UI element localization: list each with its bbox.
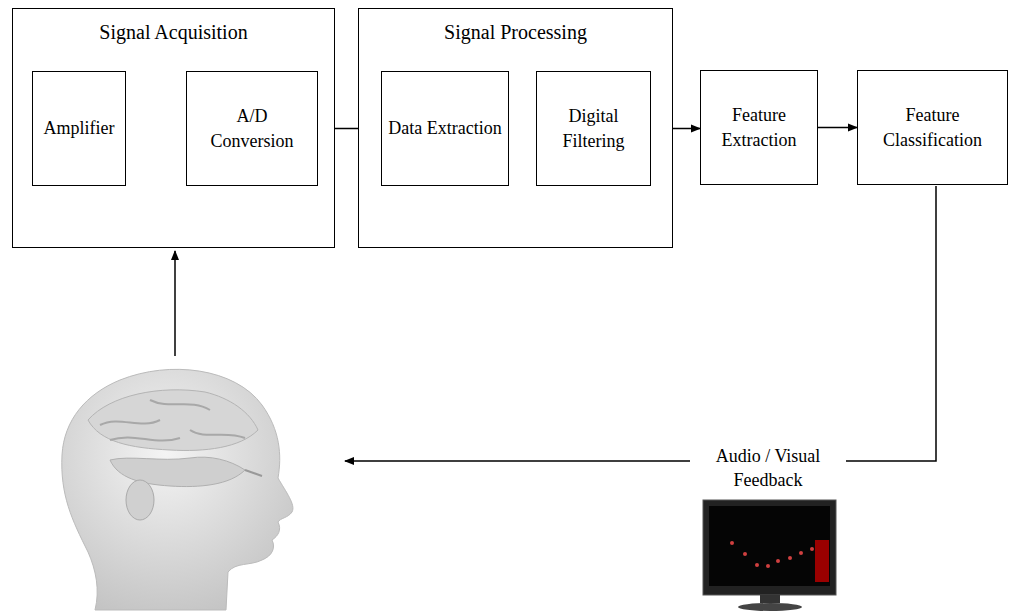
- process-box: A/D Conversion: [186, 71, 318, 186]
- monitor-icon: [703, 500, 836, 611]
- stage-title: Signal Acquisition: [13, 19, 334, 46]
- stage-box: Signal ProcessingData Extraction Digital …: [358, 8, 673, 248]
- process-box: Data Extraction: [381, 71, 509, 186]
- process-box: Amplifier: [32, 71, 126, 186]
- box-label: Amplifier: [44, 116, 115, 140]
- head-illustration: [62, 369, 293, 610]
- stage-title: Signal Processing: [359, 19, 672, 46]
- box-label: Digital Filtering: [543, 104, 644, 153]
- process-box: Feature Classification: [857, 70, 1008, 185]
- box-label: Feature Classification: [864, 103, 1001, 152]
- input-arrow: [174, 251, 176, 356]
- box-label: Feature Extraction: [707, 103, 811, 152]
- flow-arrow: [818, 127, 857, 129]
- box-label: Data Extraction: [388, 116, 501, 140]
- stage-box: Signal AcquisitionAmplifier A/D Conversio…: [12, 8, 335, 248]
- process-box: Feature Extraction: [700, 70, 818, 185]
- process-box: Digital Filtering: [536, 71, 651, 186]
- feedback-label: Audio / Visual Feedback: [690, 444, 846, 493]
- box-label: A/D Conversion: [193, 104, 311, 153]
